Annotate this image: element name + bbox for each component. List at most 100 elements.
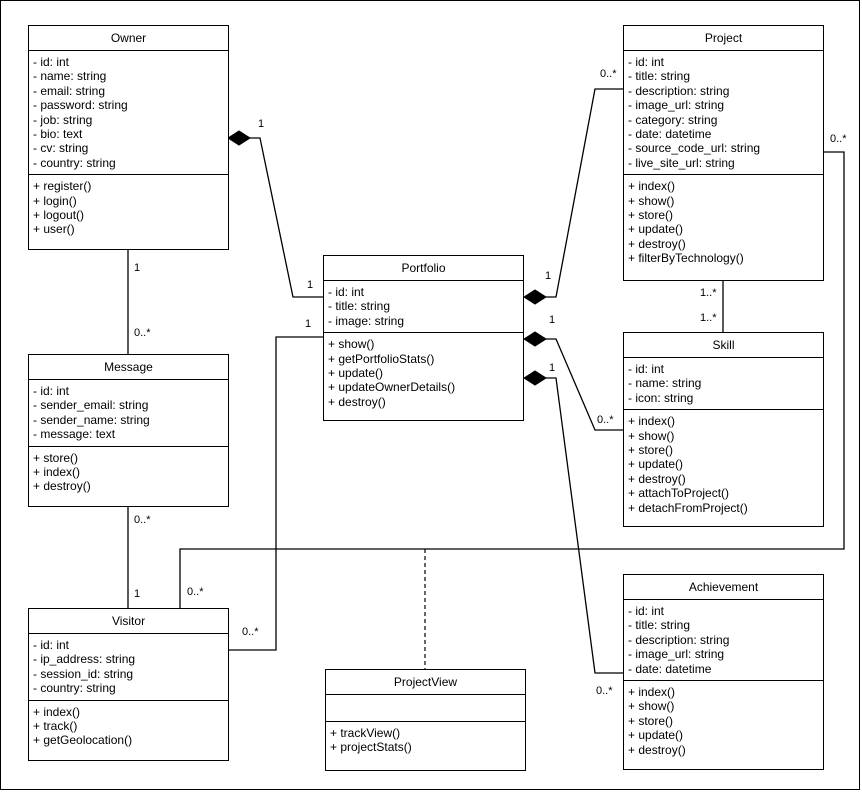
attribute: - message: text bbox=[33, 427, 116, 442]
method: + update() bbox=[628, 728, 684, 743]
attribute: - name: string bbox=[628, 376, 702, 391]
class-owner[interactable]: Owner - id: int - name: string - email: … bbox=[28, 25, 229, 250]
multiplicity-label: 1..* bbox=[700, 312, 717, 324]
class-title: Message bbox=[29, 355, 228, 380]
class-title: Skill bbox=[624, 333, 823, 358]
method: + destroy() bbox=[628, 471, 686, 486]
attribute: - session_id: string bbox=[33, 666, 134, 681]
attribute: - name: string bbox=[33, 69, 107, 84]
class-title: Portfolio bbox=[324, 256, 523, 281]
attribute: - password: string bbox=[33, 98, 128, 113]
methods-section: + register() + login() + logout() + user… bbox=[29, 175, 228, 241]
class-projectview[interactable]: ProjectView + trackView() + projectStats… bbox=[325, 669, 526, 771]
attribute: - live_site_url: string bbox=[628, 155, 735, 170]
multiplicity-label: 0..* bbox=[830, 133, 847, 145]
class-message[interactable]: Message - id: int - sender_email: string… bbox=[28, 354, 229, 507]
attribute: - title: string bbox=[328, 299, 391, 314]
owner-portfolio-link bbox=[250, 137, 323, 298]
method: + show() bbox=[628, 699, 675, 714]
attributes-section: - id: int - sender_email: string - sende… bbox=[29, 380, 228, 447]
method: + show() bbox=[628, 193, 675, 208]
attribute: - id: int bbox=[33, 638, 70, 652]
attribute: - image_url: string bbox=[628, 647, 725, 662]
multiplicity-label: 1 bbox=[549, 314, 556, 326]
method: + index() bbox=[628, 414, 676, 429]
method: + getPortfolioStats() bbox=[328, 351, 435, 366]
method: + login() bbox=[33, 193, 77, 208]
class-title: ProjectView bbox=[326, 670, 525, 695]
attribute: - job: string bbox=[33, 112, 93, 127]
attribute: - id: int bbox=[628, 604, 665, 618]
class-title: Owner bbox=[29, 26, 228, 51]
attribute: - ip_address: string bbox=[33, 652, 136, 667]
portfolio-skill-diamond bbox=[523, 331, 547, 347]
attributes-section: - id: int - name: string - email: string… bbox=[29, 51, 228, 176]
class-skill[interactable]: Skill - id: int - name: string - icon: s… bbox=[623, 332, 824, 527]
owner-portfolio-diamond bbox=[227, 130, 251, 146]
method: + store() bbox=[628, 207, 674, 222]
method: + detachFromProject() bbox=[628, 500, 748, 515]
methods-section: + index() + show() + store() + update() … bbox=[624, 410, 823, 519]
attribute: - description: string bbox=[628, 632, 730, 647]
multiplicity-label: 1..* bbox=[700, 287, 717, 299]
method: + attachToProject() bbox=[628, 486, 730, 501]
multiplicity-label: 0..* bbox=[187, 586, 204, 598]
method: + destroy() bbox=[33, 479, 91, 494]
attribute: - id: int bbox=[628, 362, 665, 376]
class-title: Visitor bbox=[29, 609, 228, 634]
attribute: - description: string bbox=[628, 83, 730, 98]
method: + track() bbox=[33, 718, 78, 733]
methods-section: + trackView() + projectStats() bbox=[326, 722, 525, 759]
method: + update() bbox=[628, 222, 684, 237]
portfolio-project-link bbox=[546, 88, 625, 298]
attribute: - id: int bbox=[328, 285, 365, 299]
multiplicity-label: 1 bbox=[134, 588, 141, 600]
attribute: - image_url: string bbox=[628, 98, 725, 113]
method: + logout() bbox=[33, 207, 85, 222]
multiplicity-label: 1 bbox=[549, 362, 556, 374]
attribute: - sender_email: string bbox=[33, 398, 149, 413]
multiplicity-label: 0..* bbox=[134, 327, 151, 339]
method: + index() bbox=[33, 704, 81, 719]
attribute: - date: datetime bbox=[628, 661, 712, 676]
multiplicity-label: 0..* bbox=[596, 685, 613, 697]
attributes-section bbox=[326, 695, 525, 722]
portfolio-skill-link bbox=[546, 338, 625, 431]
class-visitor[interactable]: Visitor - id: int - ip_address: string -… bbox=[28, 608, 229, 761]
multiplicity-label: 0..* bbox=[134, 514, 151, 526]
method: + destroy() bbox=[628, 742, 686, 757]
attributes-section: - id: int - name: string - icon: string bbox=[624, 358, 823, 411]
method: + store() bbox=[628, 442, 674, 457]
methods-section: + index() + show() + store() + update() … bbox=[624, 175, 823, 269]
method: + user() bbox=[33, 222, 75, 237]
class-title: Achievement bbox=[624, 575, 823, 600]
portfolio-visitor-link bbox=[229, 336, 323, 651]
method: + filterByTechnology() bbox=[628, 251, 744, 266]
class-achievement[interactable]: Achievement - id: int - title: string - … bbox=[623, 574, 824, 770]
attribute: - icon: string bbox=[628, 390, 694, 405]
attribute: - country: string bbox=[33, 681, 116, 696]
attribute: - date: datetime bbox=[628, 126, 712, 141]
multiplicity-label: 1 bbox=[305, 318, 312, 330]
method: + destroy() bbox=[628, 236, 686, 251]
method: + index() bbox=[33, 464, 81, 479]
multiplicity-label: 1 bbox=[307, 279, 314, 291]
methods-section: + index() + track() + getGeolocation() bbox=[29, 701, 228, 752]
multiplicity-label: 0..* bbox=[242, 626, 259, 638]
attribute: - country: string bbox=[33, 155, 116, 170]
class-project[interactable]: Project - id: int - title: string - desc… bbox=[623, 25, 824, 281]
method: + updateOwnerDetails() bbox=[328, 380, 456, 395]
attributes-section: - id: int - title: string - description:… bbox=[624, 600, 823, 681]
multiplicity-label: 1 bbox=[545, 270, 552, 282]
attribute: - id: int bbox=[33, 55, 70, 69]
attribute: - image: string bbox=[328, 313, 405, 328]
method: + trackView() bbox=[330, 726, 401, 740]
attribute: - cv: string bbox=[33, 141, 89, 156]
methods-section: + store() + index() + destroy() bbox=[29, 447, 228, 498]
attribute: - category: string bbox=[628, 112, 718, 127]
attribute: - id: int bbox=[33, 384, 70, 398]
class-portfolio[interactable]: Portfolio - id: int - title: string - im… bbox=[323, 255, 524, 421]
attribute: - bio: text bbox=[33, 126, 83, 141]
